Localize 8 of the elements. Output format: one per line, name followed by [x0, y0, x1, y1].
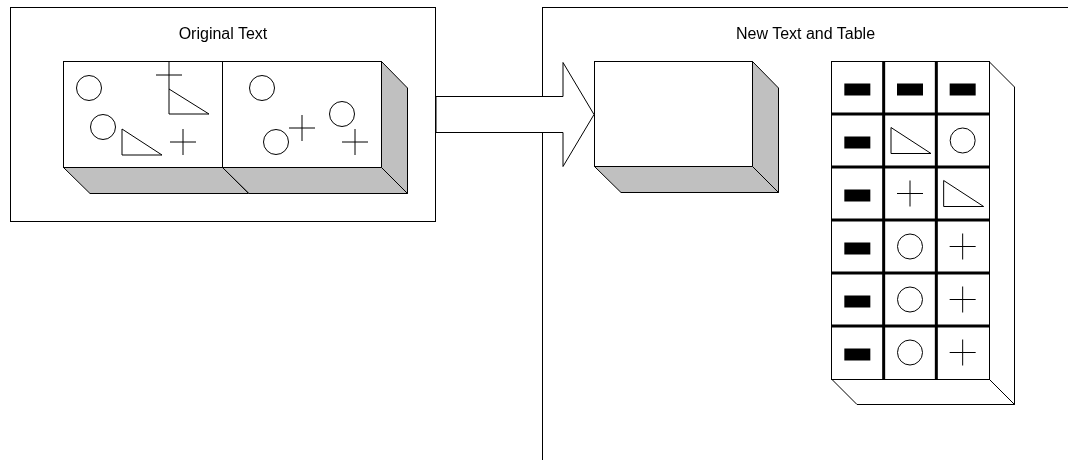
table-drawing	[831, 61, 1015, 405]
block-drawing	[222, 61, 408, 194]
panel	[10, 7, 436, 222]
panel	[542, 7, 1068, 460]
block-arrow	[435, 62, 595, 167]
block-drawing	[594, 61, 779, 193]
panel-title: New Text and Table	[735, 25, 876, 42]
panel-title: Original Text	[178, 25, 268, 42]
